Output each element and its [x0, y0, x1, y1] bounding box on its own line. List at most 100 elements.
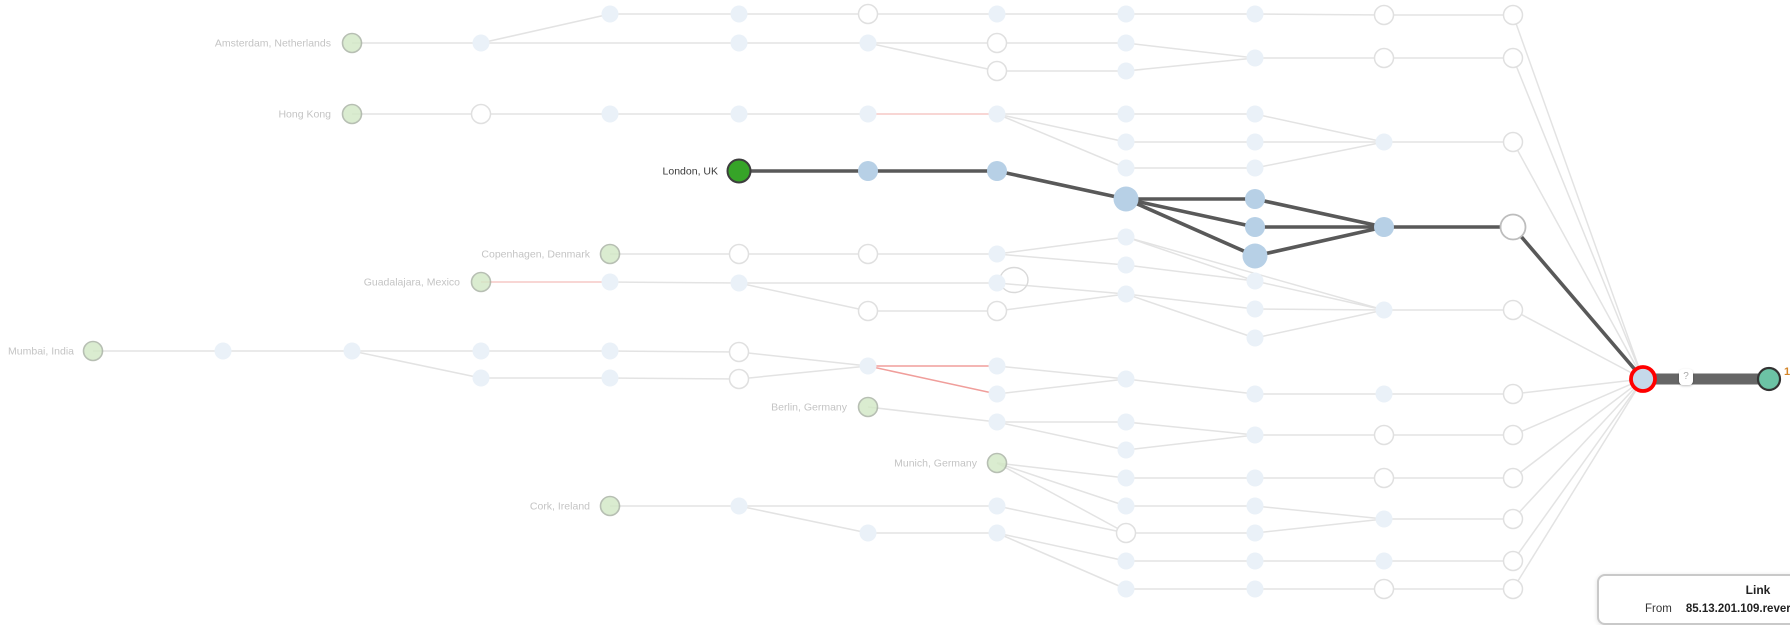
hop-node[interactable] [1502, 383, 1524, 405]
hop-node[interactable] [1117, 285, 1135, 303]
link-edge[interactable] [609, 350, 740, 353]
highlighted-link-edge[interactable] [1511, 225, 1645, 381]
hop-node[interactable] [1502, 424, 1524, 446]
link-edge[interactable] [1125, 378, 1256, 395]
hop-node[interactable] [1246, 580, 1264, 598]
hop-node[interactable] [988, 385, 1006, 403]
link-edge[interactable] [996, 462, 1127, 534]
hop-node[interactable] [1373, 4, 1395, 26]
highlighted-link-edge[interactable] [1125, 197, 1256, 258]
hop-node[interactable] [1502, 578, 1524, 600]
link-edge[interactable] [1125, 421, 1256, 436]
hop-node[interactable] [1502, 4, 1524, 26]
link-edge[interactable] [996, 378, 1127, 395]
hop-node[interactable] [730, 5, 748, 23]
link-edge[interactable] [1254, 280, 1385, 311]
link-edge[interactable] [996, 365, 1127, 380]
hop-node[interactable] [857, 243, 879, 265]
link-edge[interactable] [609, 377, 740, 380]
hop-node[interactable] [1245, 217, 1265, 237]
hop-node[interactable] [1246, 272, 1264, 290]
hop-node[interactable] [601, 5, 619, 23]
hop-node[interactable] [1502, 550, 1524, 572]
link-edge[interactable] [1125, 434, 1256, 451]
link-edge[interactable] [1125, 236, 1256, 282]
link-edge[interactable] [996, 113, 1127, 143]
hop-node[interactable] [859, 357, 877, 375]
link-edge[interactable] [1125, 293, 1256, 339]
hop-node[interactable] [1246, 5, 1264, 23]
link-edge[interactable] [867, 42, 998, 72]
source-guadalajara[interactable] [470, 271, 492, 293]
hop-node[interactable] [1502, 47, 1524, 69]
hop-node[interactable] [1117, 413, 1135, 431]
hop-node[interactable] [1117, 105, 1135, 123]
hop-node[interactable] [1117, 5, 1135, 23]
hop-node[interactable] [988, 524, 1006, 542]
hop-node[interactable] [1246, 385, 1264, 403]
link-edge[interactable] [996, 253, 1127, 266]
hop-node[interactable] [1375, 385, 1393, 403]
highlighted-link-edge[interactable] [996, 169, 1127, 201]
link-edge[interactable] [1512, 378, 1644, 395]
hop-node[interactable] [1373, 424, 1395, 446]
link-edge[interactable] [738, 365, 869, 380]
hop-node[interactable] [472, 34, 490, 52]
hop-node[interactable] [1117, 228, 1135, 246]
link-edge[interactable] [1125, 264, 1256, 282]
hop-node[interactable] [1117, 441, 1135, 459]
highlighted-link-edge[interactable] [1125, 197, 1256, 229]
link-edge[interactable] [738, 282, 869, 312]
hop-node[interactable] [1246, 300, 1264, 318]
link-edge[interactable] [1254, 141, 1385, 169]
hop-node[interactable] [601, 273, 619, 291]
hop-node[interactable] [859, 105, 877, 123]
link-edge[interactable] [1254, 13, 1385, 16]
source-london[interactable] [726, 158, 752, 184]
hop-node[interactable] [1373, 47, 1395, 69]
hop-node[interactable] [728, 368, 750, 390]
hop-node[interactable] [1117, 256, 1135, 274]
source-berlin[interactable] [857, 396, 879, 418]
link-edge[interactable] [996, 462, 1127, 507]
link-edge[interactable] [609, 281, 740, 284]
link-edge[interactable] [996, 282, 1127, 295]
link-edge[interactable] [1254, 518, 1385, 534]
hop-node[interactable] [1117, 34, 1135, 52]
hop-node[interactable] [1246, 133, 1264, 151]
hop-node[interactable] [1375, 552, 1393, 570]
hop-node[interactable] [1246, 105, 1264, 123]
hop-node[interactable] [1246, 497, 1264, 515]
hop-node[interactable] [1242, 243, 1268, 269]
hop-node[interactable] [1373, 467, 1395, 489]
hop-node[interactable] [1246, 49, 1264, 67]
hop-node[interactable] [1246, 469, 1264, 487]
hop-node[interactable] [1502, 131, 1524, 153]
hop-node[interactable] [1375, 301, 1393, 319]
hop-node[interactable] [470, 103, 492, 125]
link-edge[interactable] [996, 532, 1127, 562]
hop-node[interactable] [343, 342, 361, 360]
hop-node[interactable] [1375, 510, 1393, 528]
hop-node[interactable] [1117, 159, 1135, 177]
link-edge[interactable] [996, 236, 1127, 255]
hop-node[interactable] [214, 342, 232, 360]
hop-node[interactable] [1246, 426, 1264, 444]
hop-node[interactable] [988, 413, 1006, 431]
hop-node[interactable] [1117, 580, 1135, 598]
hop-node[interactable] [987, 161, 1007, 181]
highlighted-link-edge[interactable] [1254, 225, 1385, 258]
hop-node[interactable] [988, 274, 1006, 292]
hop-node[interactable] [988, 5, 1006, 23]
hop-node[interactable] [1246, 524, 1264, 542]
hop-node[interactable] [986, 300, 1008, 322]
link-edge[interactable] [996, 505, 1127, 534]
link-edge[interactable] [1254, 505, 1385, 520]
hop-node[interactable] [730, 34, 748, 52]
hop-node[interactable] [1499, 213, 1527, 241]
hop-node[interactable] [1115, 522, 1137, 544]
link-edge[interactable] [996, 532, 1127, 590]
link-edge[interactable] [1254, 113, 1385, 143]
link-edge[interactable] [1254, 308, 1385, 311]
hop-node[interactable] [857, 300, 879, 322]
